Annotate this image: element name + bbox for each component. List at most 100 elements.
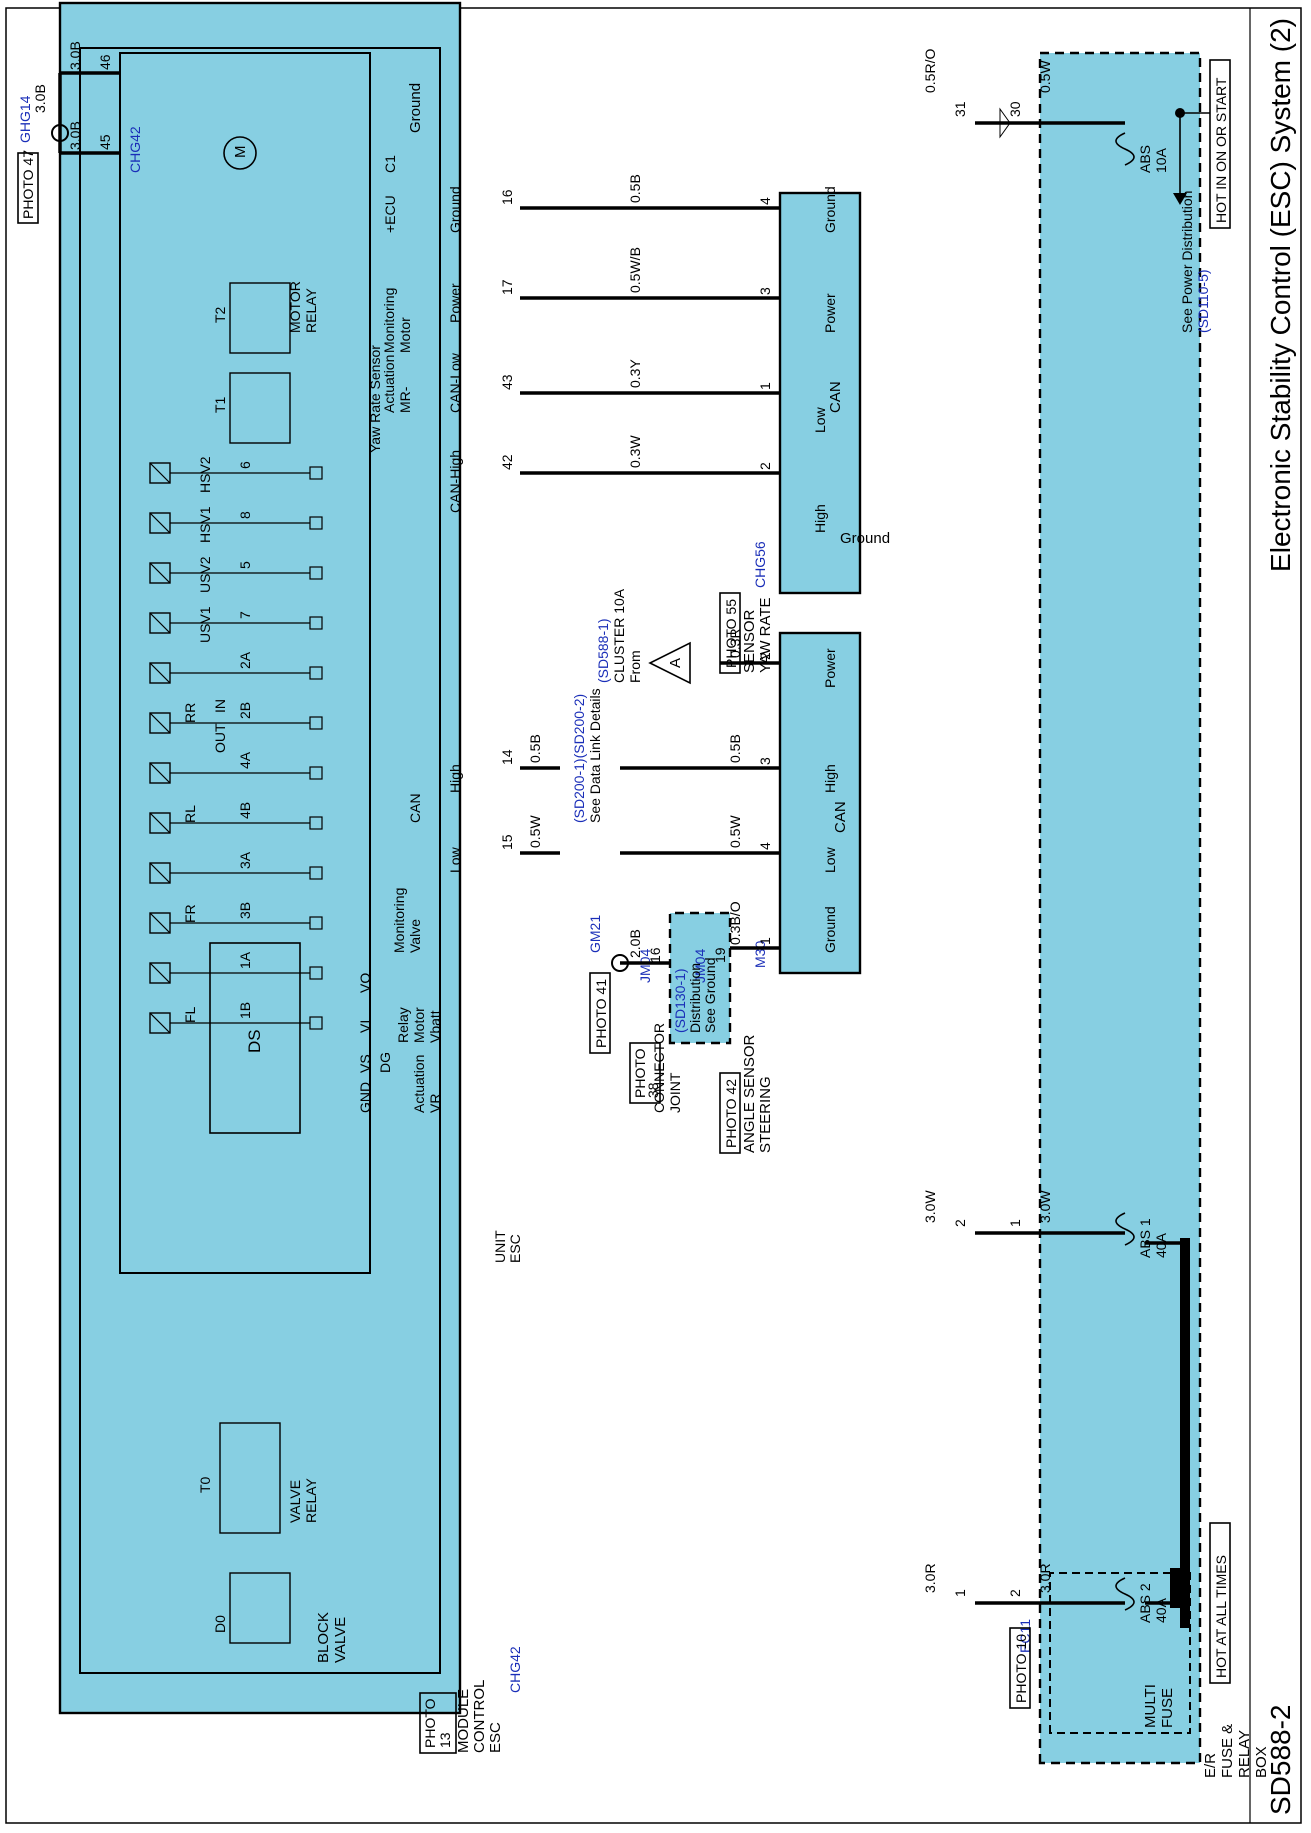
yaw-connector-label: CHG56 (752, 541, 768, 588)
esc-pin-42: 42 (499, 454, 515, 470)
vr-actuation-2: Actuation (411, 1055, 427, 1113)
ghg14-photo-box (17, 152, 39, 224)
ec11-connector: EC11 PHOTO 10 (1009, 1619, 1033, 1709)
joint-ref-2: Distribution (687, 963, 703, 1033)
t1-label: T1 (212, 396, 228, 413)
t0-label: T0 (197, 1476, 213, 1493)
joint-connector-box (668, 911, 732, 1045)
io-in: IN (212, 699, 228, 713)
yaw-photo-text: PHOTO 55 (723, 599, 739, 668)
power-ref-arrow (1173, 193, 1187, 205)
steer-spec-power: 0.3R (727, 628, 743, 658)
yaw-sensor-label-1: YAW RATE (757, 597, 774, 673)
dg-pin-vo: VO (357, 973, 373, 993)
wheel-rr: RR (182, 703, 198, 723)
valve-pin-label: 2A (237, 651, 253, 669)
joint-label-2: CONNECTOR (651, 1023, 667, 1113)
valve-pin-label: 4A (237, 751, 253, 769)
yaw-photo-box (719, 592, 741, 674)
valve-block-2: BLOCK (315, 1612, 332, 1663)
wire-abs2-40a: 2 3.0R 1 3.0R (922, 1563, 1125, 1605)
valve-pin-label: 7 (237, 611, 253, 619)
valve-solenoid-diagonal (149, 762, 171, 784)
steer-photo-box (719, 1072, 741, 1154)
esc-photo-1: PHOTO (422, 1698, 438, 1748)
esc-photo-2: 13 (437, 1732, 453, 1748)
cluster-label-3: (SD588-1) (595, 618, 611, 683)
valve-solenoid-diagonal (149, 862, 171, 884)
dg-label: DG (377, 1052, 393, 1073)
er-box-label-2: FUSE & (1219, 1724, 1236, 1778)
power-ref-text-2: (SD110-5) (1195, 269, 1211, 333)
fuse-abs-label-2: 10A (1153, 147, 1169, 173)
ys-label-power: Power (447, 283, 463, 323)
yaw-rate-sensor-label: Yaw Rate Sensor (367, 345, 383, 453)
joint-pin-out: 16 (647, 947, 663, 963)
steering-angle-sensor: Power High Low Ground CAN STEERING ANGLE… (595, 588, 862, 1154)
valve-solenoid-diagonal (149, 912, 171, 934)
steer-can-label: CAN (832, 801, 849, 833)
yaw-spec-high: 0.3W (627, 435, 643, 468)
steer-pin-1: 1 (757, 937, 773, 945)
page-code: SD588-2 (1265, 1704, 1296, 1815)
spec-30: 0.5W (1037, 60, 1053, 93)
fuse-abs2-label-2: 40A (1153, 1597, 1169, 1623)
motor-relay-1: MOTOR (287, 281, 303, 333)
esc-module-body (58, 1, 462, 1715)
c1-label: C1 (382, 155, 398, 173)
motor-label: M (232, 146, 249, 159)
gm21-spec: 2.0B (627, 929, 643, 958)
fuse-abs2: ABS 2 40A (1115, 1577, 1169, 1623)
valve-solenoid-diagonal (149, 812, 171, 834)
cluster-label-2: CLUSTER 10A (611, 588, 627, 683)
data-link-details: See Data Link Details (SD200-1)(SD200-2)… (499, 688, 700, 855)
valve-solenoid-diagonal (149, 562, 171, 584)
yaw-pin-power-label: Power (822, 293, 838, 333)
er-fuse-relay-box: HOT IN ON OR START HOT AT ALL TIMES E/R … (1009, 51, 1270, 1778)
valve-relay (219, 1422, 281, 1534)
io-out: OUT (212, 723, 228, 753)
yaw-spec-ground: 0.5B (627, 174, 643, 203)
ghg14-pin-45: 45 (97, 134, 113, 150)
valve-name-usv2: USV2 (197, 556, 213, 593)
pin-31: 31 (952, 101, 968, 117)
motor-relay-2: RELAY (303, 287, 319, 333)
joint-ref-3: (SD130-1) (672, 968, 688, 1033)
valve-monitoring-1: Valve (407, 919, 423, 953)
multi-fuse-box (1049, 1572, 1191, 1734)
valve-pin-label: 6 (237, 461, 253, 469)
esc-module-label-2: CONTROL (471, 1680, 488, 1753)
cluster-triangle (648, 641, 691, 685)
multi-fuse-label-1: MULTI (1142, 1684, 1159, 1728)
hot-in-on-label: HOT IN ON OR START (1209, 59, 1231, 229)
wire-abs-10a: 30 0.5W 31 0.5R/O (922, 49, 1125, 139)
valve-pin-label: 3B (237, 902, 253, 919)
steer-spec-low: 0.5W (727, 815, 743, 848)
ys-label-canlow: CAN-Low (447, 352, 463, 413)
hot-all-times-box (1209, 1522, 1231, 1684)
yaw-spec-low: 0.3Y (627, 359, 643, 388)
esc-can-low: Low (447, 846, 463, 873)
fuse-abs1-label-2: 40A (1153, 1232, 1169, 1258)
esc-control-module: ESC CONTROL MODULE PHOTO 13 CHG42 ESC UN… (58, 1, 523, 1754)
er-box-label-4: BOX (1253, 1746, 1270, 1778)
spec-1f: 3.0W (1037, 1190, 1053, 1223)
fuse-abs1-symbol (1115, 1212, 1135, 1246)
yaw-pin-1: 1 (757, 382, 773, 390)
pin-2f: 2 (1007, 1589, 1023, 1597)
valve-solenoid-diagonal (149, 662, 171, 684)
wheel-rl: RL (182, 805, 198, 823)
steer-pin-high-label: High (822, 764, 838, 793)
joint-pin-in: 19 (712, 947, 728, 963)
steer-pin-4: 4 (757, 842, 773, 850)
bus-bar (1180, 1238, 1190, 1628)
gm21-ground-symbol (611, 954, 629, 972)
joint-connector: JOINT CONNECTOR PHOTO 38 19 16 JM04 JM04… (629, 911, 732, 1113)
valve-relay-1: VALVE (287, 1480, 303, 1523)
fuse-abs1: ABS 1 40A (1115, 1212, 1169, 1258)
pin-1: 1 (952, 1589, 968, 1597)
mr-actuation-1: MR- (397, 386, 413, 413)
